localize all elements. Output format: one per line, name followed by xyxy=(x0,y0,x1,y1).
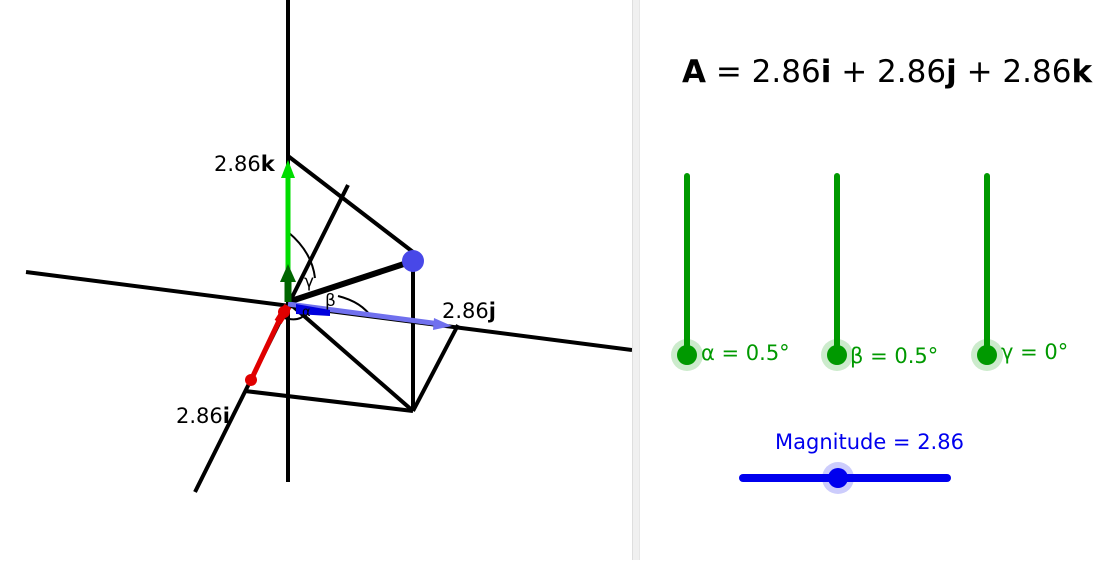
alpha-angle-label: α xyxy=(302,305,311,320)
j-unit-vector-small xyxy=(296,304,330,316)
beta-slider-handle[interactable] xyxy=(827,345,847,365)
alpha-slider-label: α = 0.5° xyxy=(701,341,790,365)
graphics-3d-view[interactable]: 2.86k 2.86j 2.86i γ β α xyxy=(0,0,633,560)
alpha-slider-handle[interactable] xyxy=(677,345,697,365)
projection-line xyxy=(411,324,460,412)
slider-canvas[interactable] xyxy=(640,0,1112,560)
gamma-slider-label: γ = 0° xyxy=(1001,340,1069,364)
i-component-label: 2.86i xyxy=(176,404,230,428)
graphics-2d-view[interactable]: A = 2.86i + 2.86j + 2.86k α = 0.5° β = 0… xyxy=(640,0,1112,560)
projection-line xyxy=(244,389,414,413)
vector-equation: A = 2.86i + 2.86j + 2.86k xyxy=(682,54,1093,90)
projection-line xyxy=(286,154,415,254)
projection-line xyxy=(286,300,415,413)
beta-angle-label: β xyxy=(325,291,336,311)
magnitude-slider-handle[interactable] xyxy=(828,468,848,488)
magnitude-slider-label: Magnitude = 2.86 xyxy=(775,430,964,454)
graphics-3d-canvas[interactable]: 2.86k 2.86j 2.86i γ β α xyxy=(0,0,633,560)
k-component-label: 2.86k xyxy=(214,152,276,176)
vector-a-endpoint[interactable] xyxy=(402,250,424,272)
gamma-slider-handle[interactable] xyxy=(977,345,997,365)
vector-a xyxy=(287,259,411,305)
gamma-arc xyxy=(287,231,316,279)
view-divider[interactable] xyxy=(632,0,640,560)
k-unit-vector-arrowhead xyxy=(280,264,296,282)
i-vector-endpoint xyxy=(245,374,257,386)
origin-point xyxy=(278,306,290,318)
j-component-label: 2.86j xyxy=(442,299,496,323)
j-vector-arrowhead xyxy=(433,318,452,330)
beta-slider-label: β = 0.5° xyxy=(850,344,939,368)
alpha-arc xyxy=(283,313,306,321)
k-vector-arrowhead xyxy=(281,160,295,178)
gamma-angle-label: γ xyxy=(304,272,314,292)
